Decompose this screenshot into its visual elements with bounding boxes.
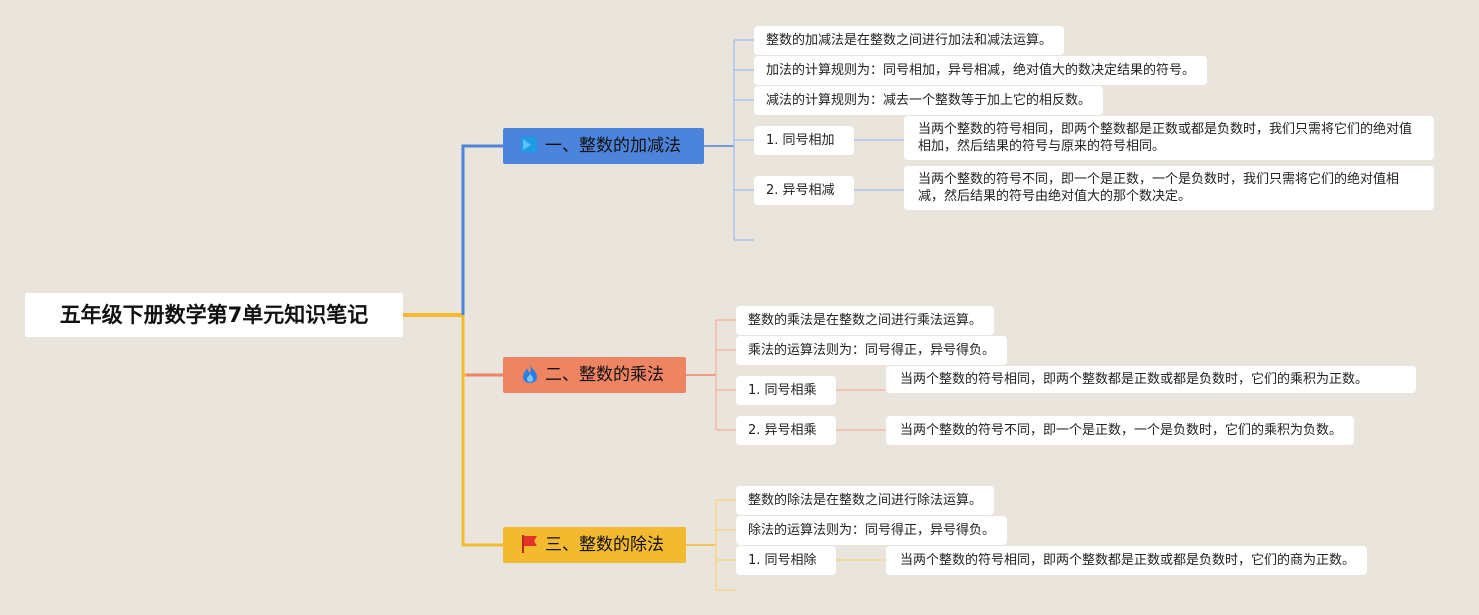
rule-diff-sign-multiply[interactable]: 2. 异号相乘 xyxy=(736,416,836,445)
branch-title: 三、整数的除法 xyxy=(545,535,664,555)
branch-addition-subtraction[interactable]: 一、整数的加减法 xyxy=(503,128,704,164)
detail-same-sign-multiply[interactable]: 当两个整数的符号相同，即两个整数都是正数或都是负数时，它们的乘积为正数。 xyxy=(886,366,1416,393)
branch-title: 二、整数的乘法 xyxy=(545,365,664,385)
rule-diff-sign-subtract[interactable]: 2. 异号相减 xyxy=(754,176,854,205)
note-multiplication-definition[interactable]: 整数的乘法是在整数之间进行乘法运算。 xyxy=(736,306,995,335)
note-subtraction-rule[interactable]: 减法的计算规则为：减去一个整数等于加上它的相反数。 xyxy=(754,86,1104,115)
note-addsub-definition[interactable]: 整数的加减法是在整数之间进行加法和减法运算。 xyxy=(754,26,1065,55)
branch1-connector xyxy=(461,144,503,315)
note-division-definition[interactable]: 整数的除法是在整数之间进行除法运算。 xyxy=(736,486,995,515)
rule-same-sign-add[interactable]: 1. 同号相加 xyxy=(754,126,854,155)
detail-diff-sign-multiply[interactable]: 当两个整数的符号不同，即一个是正数，一个是负数时，它们的乘积为负数。 xyxy=(886,416,1355,445)
rule-same-sign-multiply[interactable]: 1. 同号相乘 xyxy=(736,376,836,405)
branch-division[interactable]: 三、整数的除法 xyxy=(503,527,686,563)
flame-icon xyxy=(523,365,537,383)
note-division-rule[interactable]: 除法的运算法则为：同号得正，异号得负。 xyxy=(736,516,1008,545)
branch3-connector xyxy=(461,315,503,547)
branch-title: 一、整数的加减法 xyxy=(545,136,681,156)
detail-diff-sign-subtract[interactable]: 当两个整数的符号不同，即一个是正数，一个是负数时，我们只需将它们的绝对值相减，然… xyxy=(904,166,1434,210)
root-title[interactable]: 五年级下册数学第7单元知识笔记 xyxy=(25,293,403,337)
branch-multiplication[interactable]: 二、整数的乘法 xyxy=(503,357,686,393)
detail-same-sign-add[interactable]: 当两个整数的符号相同，即两个整数都是正数或都是负数时，我们只需将它们的绝对值相加… xyxy=(904,116,1434,160)
note-addition-rule[interactable]: 加法的计算规则为：同号相加，异号相减，绝对值大的数决定结果的符号。 xyxy=(754,56,1208,85)
rule-same-sign-divide[interactable]: 1. 同号相除 xyxy=(736,546,836,575)
red-flag-icon xyxy=(522,535,537,553)
branch2-connector xyxy=(461,315,503,377)
blue-square-icon xyxy=(521,137,537,152)
detail-same-sign-divide[interactable]: 当两个整数的符号相同，即两个整数都是正数或都是负数时，它们的商为正数。 xyxy=(886,546,1368,575)
note-multiplication-rule[interactable]: 乘法的运算法则为：同号得正，异号得负。 xyxy=(736,336,1008,365)
